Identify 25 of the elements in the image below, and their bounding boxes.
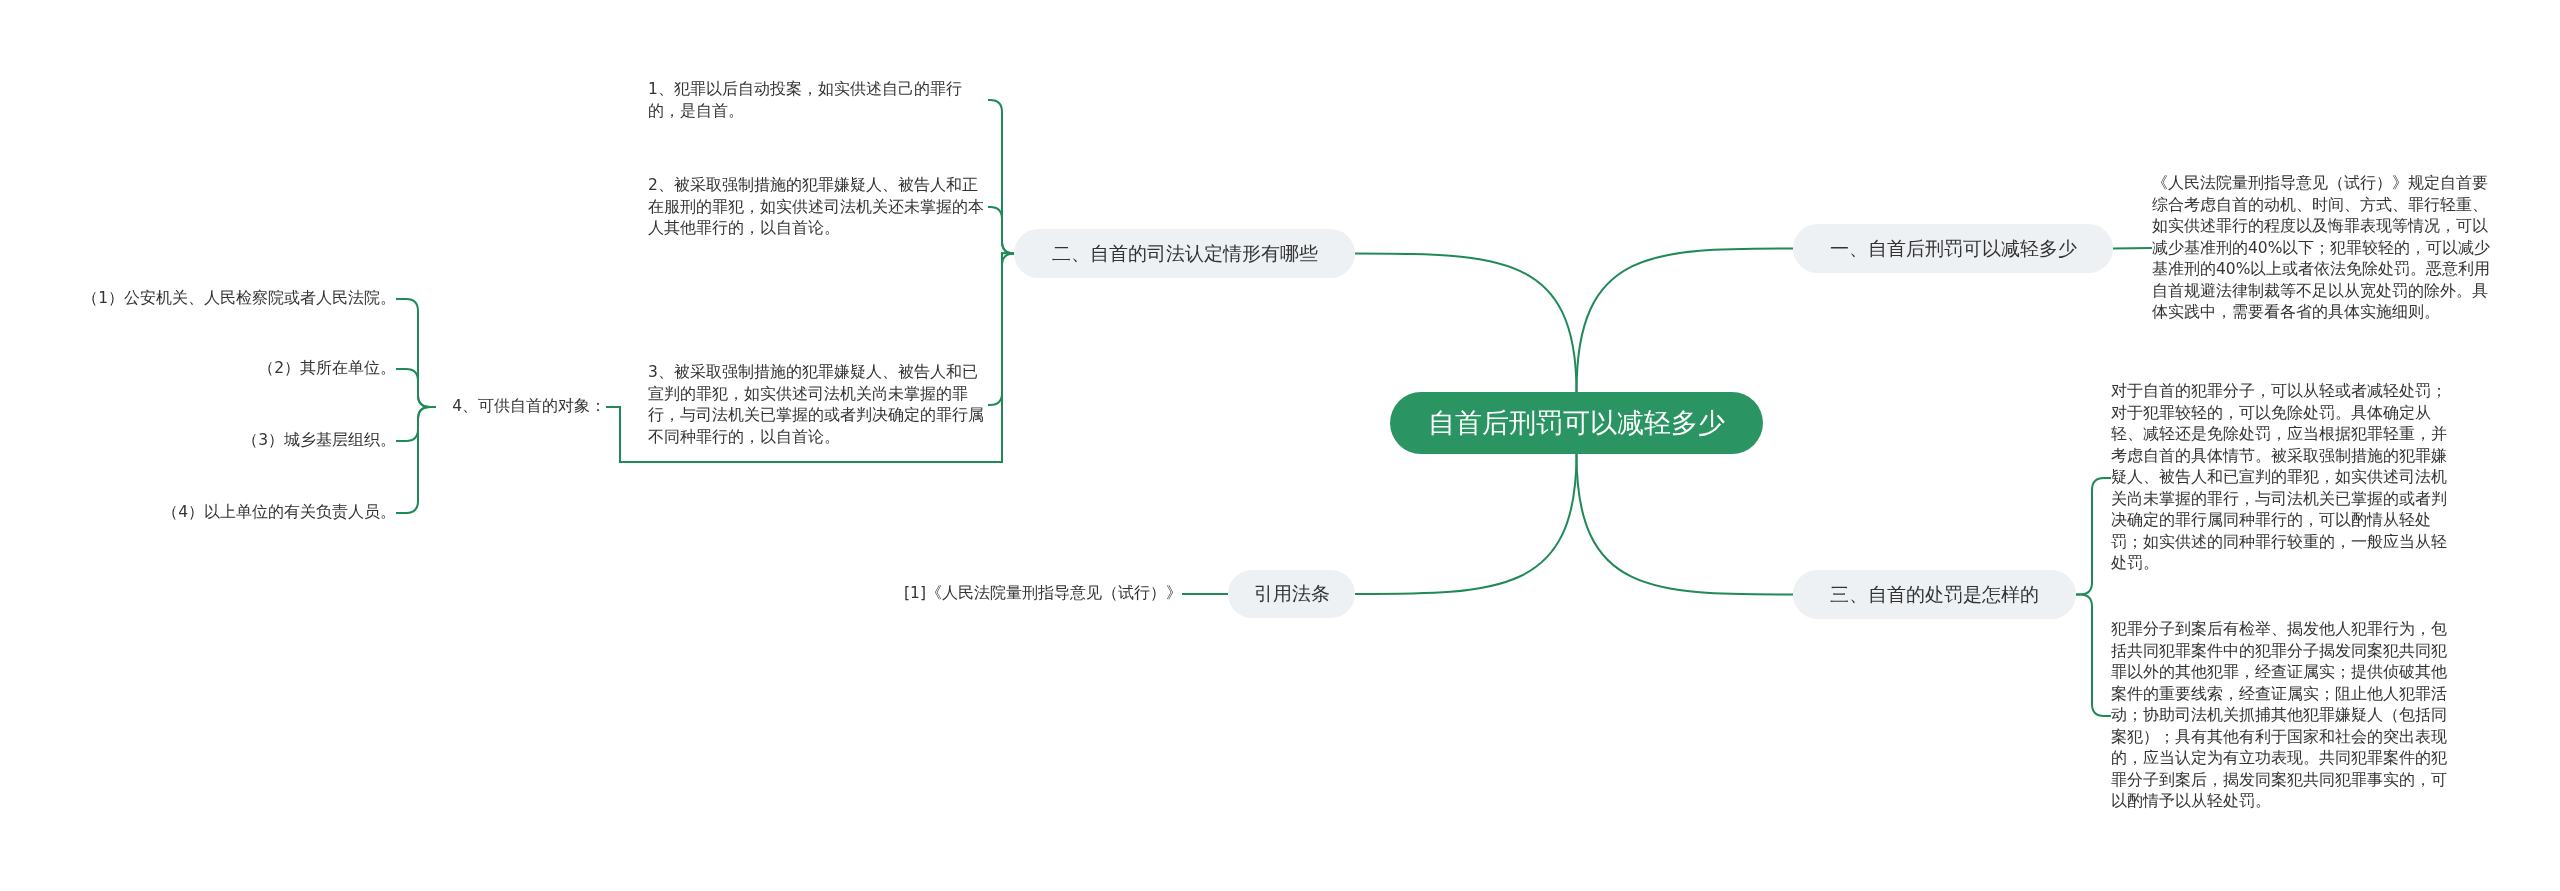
note-text: （4）以上单位的有关负责人员。 [100, 502, 396, 524]
connector-line [1575, 453, 1794, 596]
connector-line [2112, 247, 2153, 250]
connector-line [1181, 593, 1229, 595]
topic-pill: 引用法条 [1228, 570, 1355, 618]
note-text: （3）城乡基层组织。 [140, 430, 396, 452]
topic-pill: 二、自首的司法认定情形有哪些 [1014, 229, 1355, 278]
topic-pill: 一、自首后刑罚可以减轻多少 [1793, 224, 2113, 273]
connector-line [1575, 247, 1794, 393]
connector-line [1354, 252, 1578, 393]
note-text: （1）公安机关、人民检察院或者人民法院。 [40, 288, 396, 310]
note-text: 犯罪分子到案后有检举、揭发他人犯罪行为，包括共同犯罪案件中的犯罪分子揭发同案犯共同犯罪以外的其他犯罪，经查证属实；提供侦破其他案件的重要线索，经查证属实；阻止他人犯罪活动；协助司法机关抓捕其他犯罪嫌疑人（包括同案犯）；具有其他有利于国家和社会的突出表现的，应当认定为有立功表现。共同犯罪案件的犯罪分子到案后，揭发同案犯共同犯罪事实的，可以酌情予以从轻处罚。 [2111, 619, 2456, 813]
note-text: 1、犯罪以后自动投案，如实供述自己的罪行的，是自首。 [648, 78, 988, 122]
connector-line [1354, 453, 1578, 595]
note-text: （2）其所在单位。 [140, 358, 396, 380]
note-text: 4、可供自首的对象： [436, 396, 606, 418]
note-text: 3、被采取强制措施的犯罪嫌疑人、被告人和已宣判的罪犯，如实供述司法机关尚未掌握的罪行，与司法机关已掌握的或者判决确定的罪行属不同种罪行的，以自首论。 [648, 362, 988, 448]
connector-line [605, 251, 1015, 463]
note-text: 2、被采取强制措施的犯罪嫌疑人、被告人和正在服刑的罪犯，如实供述司法机关还未掌握的本人其他罪行的，以自首论。 [648, 174, 988, 240]
central-topic: 自首后刑罚可以减轻多少 [1390, 392, 1763, 454]
connector-line [987, 252, 1015, 406]
topic-pill: 三、自首的处罚是怎样的 [1793, 570, 2076, 619]
note-text: 《人民法院量刑指导意见（试行）》规定自首要综合考虑自首的动机、时间、方式、罪行轻重、如实供述罪行的程度以及悔罪表现等情况，可以减少基准刑的40%以下；犯罪较轻的，可以减少基准刑的40%以上或者依法免除处罚。恶意利用自首规避法律制裁等不足以从宽处罚的除外。具体实践中，需要看各省的具体实施细则。 [2152, 172, 2492, 324]
note-text: [1]《人民法院量刑指导意见（试行）》 [880, 583, 1182, 605]
note-text: 对于自首的犯罪分子，可以从轻或者减轻处罚；对于犯罪较轻的，可以免除处罚。具体确定从轻、减轻还是免除处罚，应当根据犯罪轻重，并考虑自首的具体情节。被采取强制措施的犯罪嫌疑人、被告人和已宣判的罪犯，如实供述司法机关尚未掌握的罪行，与司法机关已掌握的或者判决确定的罪行属同种罪行的，可以酌情从轻处罚；如实供述的同种罪行较重的，一般应当从轻处罚。 [2111, 381, 2456, 575]
